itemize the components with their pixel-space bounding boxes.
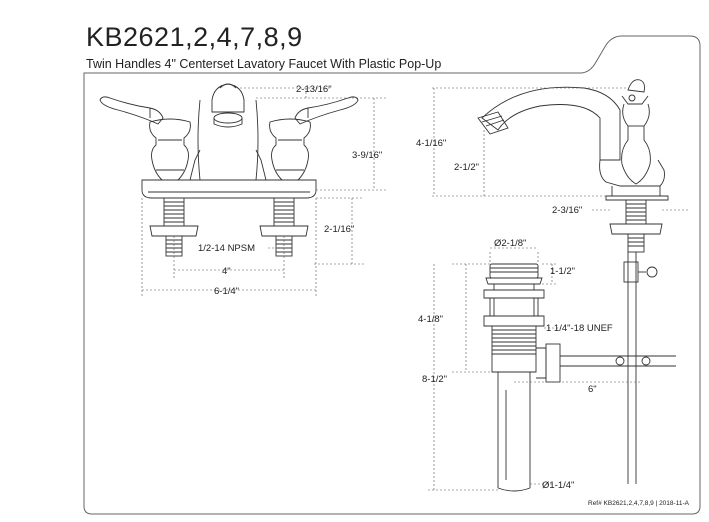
side-view <box>477 79 669 253</box>
dim-center-spread: 4" <box>222 266 231 277</box>
dim-shank-length: 2-1/16" <box>324 224 354 235</box>
dim-side-height: 4-1/16" <box>416 138 446 149</box>
dim-base-width: 6-1/4" <box>214 286 239 297</box>
dim-thread-spec: 1/2-14 NPSM <box>198 243 255 254</box>
front-view <box>99 83 359 257</box>
drain-dimensions <box>428 247 640 491</box>
dim-drain-body-length: 4-1/8" <box>418 314 443 325</box>
dim-tailpiece-dia: Ø1-1/4" <box>542 480 574 491</box>
product-subtitle: Twin Handles 4" Centerset Lavatory Fauce… <box>86 57 442 71</box>
reference-number: Ref# KB2621,2,4,7,8,9 | 2018-11-A <box>588 500 690 507</box>
product-title: KB2621,2,4,7,8,9 <box>86 22 303 52</box>
dim-drain-thread: 1 1/4"-18 UNEF <box>546 323 613 334</box>
side-dimensions <box>432 87 690 211</box>
dim-drain-total-length: 8-1/2" <box>422 374 447 385</box>
dim-spout-offset: 2-13/16" <box>296 84 332 95</box>
dim-drain-cap-height: 1-1/2" <box>550 266 575 277</box>
front-dimensions <box>141 87 388 298</box>
drain-view <box>483 252 676 492</box>
dim-rod-length: 6" <box>588 384 597 395</box>
dim-spout-height: 2-1/2" <box>454 162 479 173</box>
dim-overall-height-front: 3-9/16" <box>352 150 382 161</box>
drawing-frame <box>83 35 701 515</box>
dim-drain-flange: Ø2-1/8" <box>494 238 526 249</box>
dim-base-depth: 2-3/16" <box>552 205 582 216</box>
